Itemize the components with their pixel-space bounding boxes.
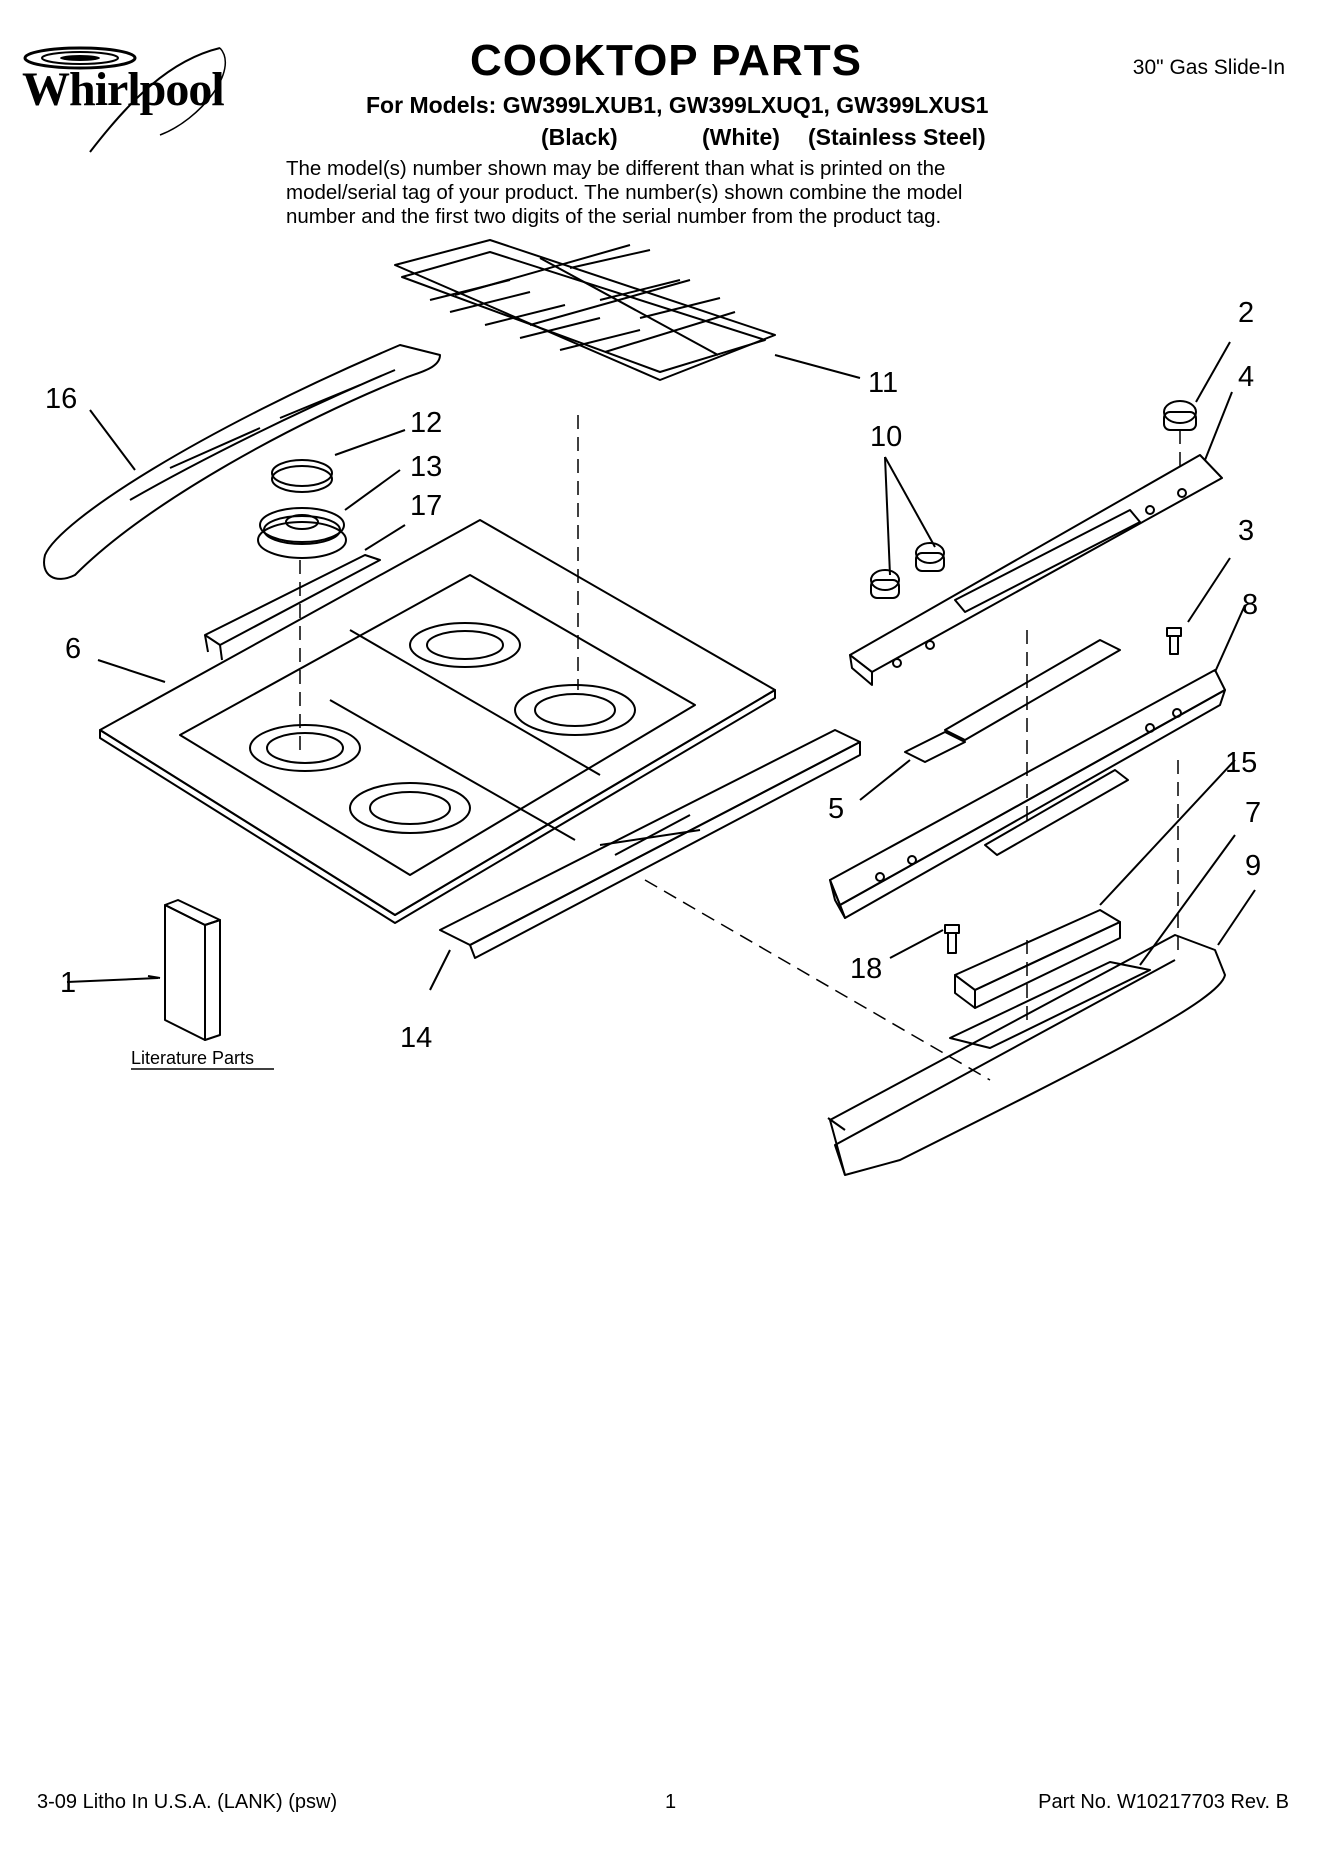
color-black: (Black): [541, 124, 618, 150]
appliance-category: 30" Gas Slide-In: [1132, 56, 1285, 79]
logo-swirl-icon: [23, 46, 227, 153]
part-burner-cap-edge: [271, 465, 333, 493]
callout-3: 3: [1238, 515, 1254, 547]
whirlpool-logo: [10, 40, 275, 160]
note-line: model/serial tag of your product. The nu…: [286, 181, 963, 204]
callout-12: 12: [410, 407, 442, 439]
part-screw-2: [944, 924, 960, 954]
part-screw: [1166, 627, 1182, 655]
page-title: COOKTOP PARTS: [470, 36, 862, 85]
part-knobs: [870, 400, 1197, 599]
callout-9: 9: [1245, 850, 1261, 882]
callout-11: 11: [868, 367, 898, 399]
callout-17: 17: [410, 490, 442, 522]
callout-2: 2: [1238, 297, 1254, 329]
brand-name: Whirlpool: [22, 63, 225, 116]
part-literature: [164, 899, 221, 1041]
color-white: (White): [702, 124, 780, 150]
part-burner-base: [257, 507, 347, 559]
part-strip: [204, 554, 381, 646]
callout-labels: 1 2 3 4 5 6 7 8 9 10 11 12 13 14 15 16 1…: [45, 297, 1261, 1068]
note-line: The model(s) number shown may be differe…: [286, 157, 946, 180]
callout-14: 14: [400, 1022, 432, 1054]
part-vent-trim: [43, 344, 441, 580]
callout-7: 7: [1245, 797, 1261, 829]
models-line: For Models: GW399LXUB1, GW399LXUQ1, GW39…: [366, 92, 989, 118]
part-panel-frame: [829, 669, 1226, 919]
part-control-board: [954, 909, 1121, 1009]
footer-litho: 3-09 Litho In U.S.A. (LANK) (psw): [37, 1791, 338, 1813]
model-note: The model(s) number shown may be differe…: [286, 157, 1116, 229]
part-burner-cap: [271, 459, 333, 487]
part-grate: [394, 239, 776, 381]
color-stainless: (Stainless Steel): [808, 124, 986, 150]
part-control-panel: [849, 454, 1223, 686]
callout-13: 13: [410, 451, 442, 483]
callout-1: 1: [60, 967, 76, 999]
part-rail: [439, 729, 861, 959]
part-cooktop: [99, 519, 776, 924]
note-line: number and the first two digits of the s…: [286, 205, 942, 228]
callout-16: 16: [45, 383, 77, 415]
callout-5: 5: [828, 793, 844, 825]
callout-6: 6: [65, 633, 81, 665]
callout-leaders: [66, 341, 1256, 991]
callout-8: 8: [1242, 589, 1258, 621]
page-number: 1: [665, 1791, 677, 1813]
literature-parts-label: Literature Parts: [131, 1048, 254, 1068]
part-shield: [949, 961, 1151, 1049]
part-lower-trim: [827, 934, 1226, 1176]
callout-4: 4: [1238, 361, 1254, 393]
callout-15: 15: [1225, 747, 1257, 779]
callout-18: 18: [850, 953, 882, 985]
callout-10: 10: [870, 421, 902, 453]
part-number: Part No. W10217703 Rev. B: [1038, 1791, 1289, 1813]
part-bracket: [904, 639, 1121, 763]
